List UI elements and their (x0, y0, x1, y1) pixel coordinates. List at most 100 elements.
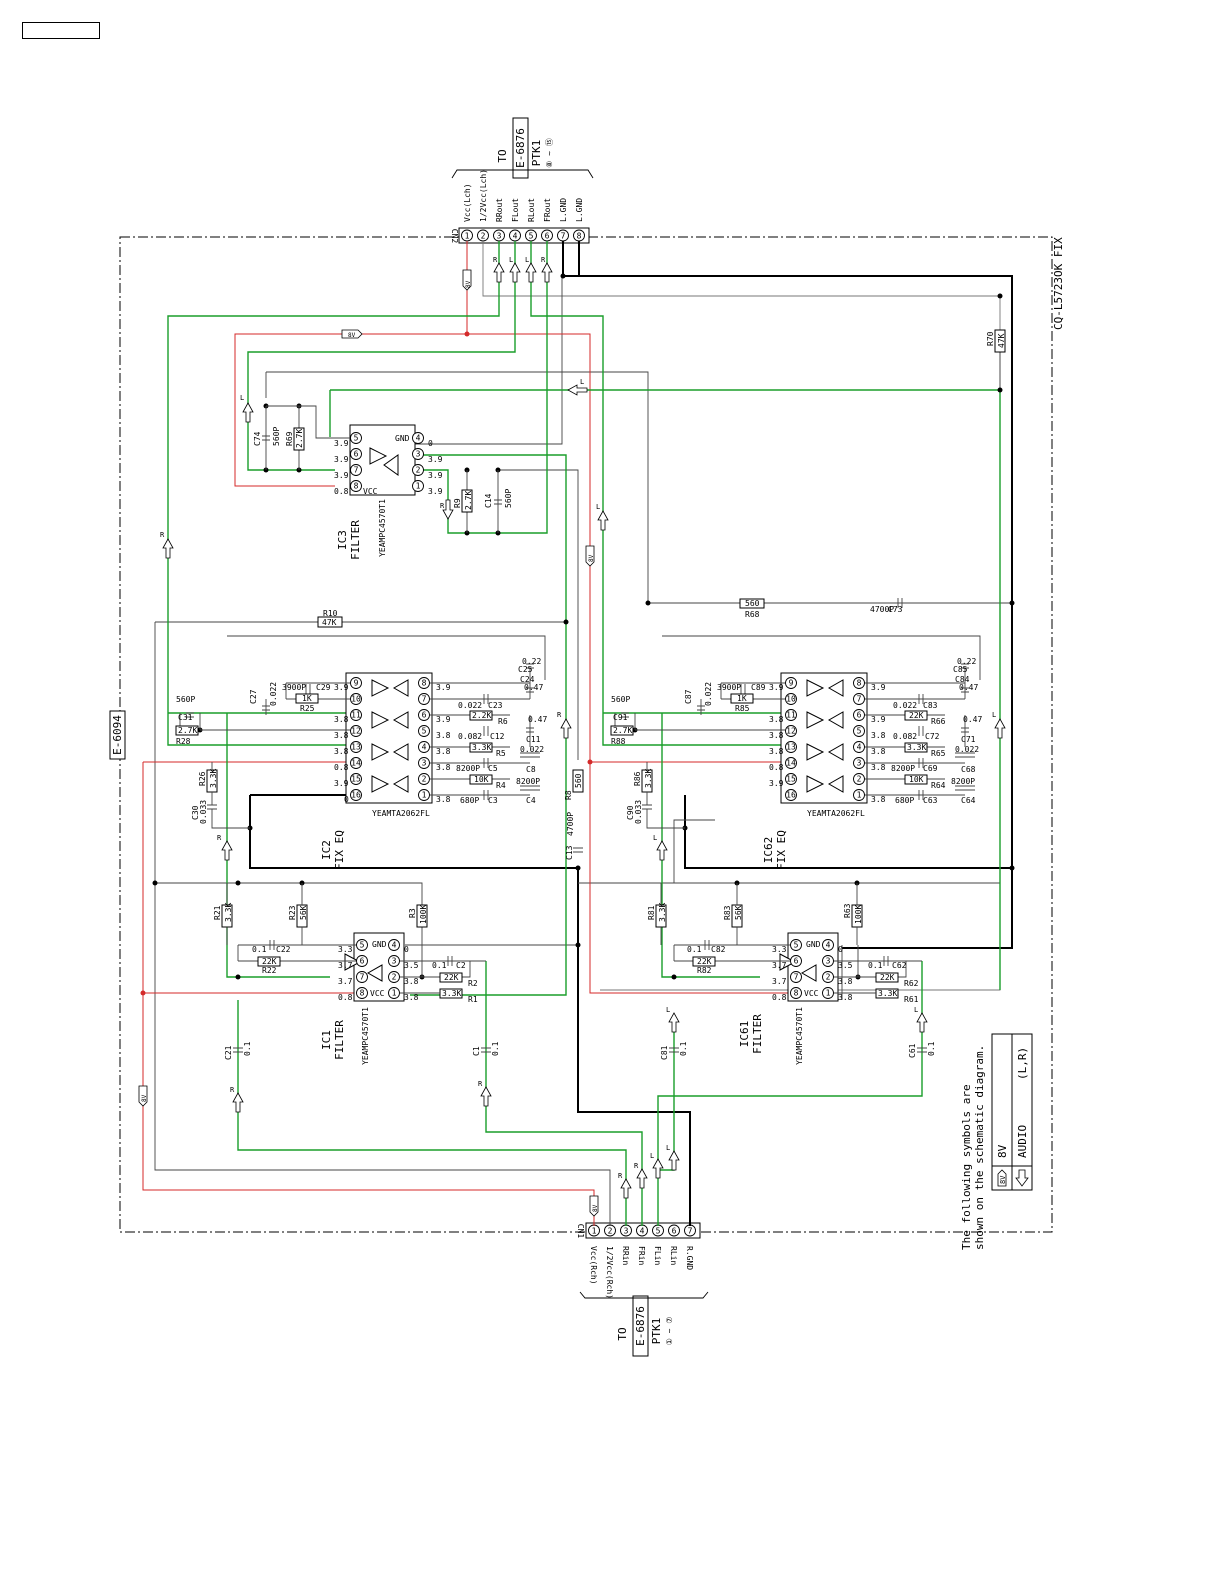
ic3-func: FILTER (349, 520, 362, 560)
legend-intro-1: The following symbols are (960, 1084, 973, 1250)
svg-text:11: 11 (351, 711, 361, 720)
r85-ref: R85 (735, 704, 750, 713)
c22-ref: C22 (276, 945, 291, 954)
r69-val: 2.7K (295, 429, 304, 448)
tag-right: R (478, 1080, 483, 1088)
r26-ref: R26 (198, 771, 207, 786)
tag-right: R (440, 502, 445, 510)
svg-text:8: 8 (794, 989, 799, 998)
svg-text:6: 6 (794, 957, 799, 966)
c4-ref: C4 (526, 796, 536, 805)
c14-ref: C14 (484, 493, 493, 508)
svg-text:8: 8 (857, 679, 862, 688)
legend: The following symbols are shown on the s… (960, 1033, 1033, 1250)
ic1-func: FILTER (333, 1020, 346, 1060)
ic62: 9 10 11 12 13 14 15 16 8 7 6 5 4 3 2 1 3… (762, 672, 886, 870)
c23-ref: C23 (488, 701, 503, 710)
ic62-part: YEAMTA2062FL (807, 809, 865, 818)
top-pin-num: 4 (513, 232, 518, 241)
r23-val: 56K (299, 905, 308, 920)
ic2-volt: 0.8 (334, 763, 349, 772)
c71-val: 0.47 (963, 715, 982, 724)
bottom-pin-name: RRin (621, 1246, 630, 1265)
ic2-func: FIX EQ (333, 830, 346, 870)
svg-text:8V: 8V (465, 280, 472, 288)
ic1: 5 6 7 8 4 3 2 1 3.3 3.7 3.7 0.8 0 3.5 3.… (320, 932, 419, 1065)
tag-left: L (525, 256, 529, 264)
top-pin-name: L.GND (559, 198, 568, 222)
ic2-volt: 3.8 (436, 747, 451, 756)
tag-8v: 8V (589, 1195, 599, 1217)
c3-val: 680P (460, 796, 479, 805)
ic61-gnd-label: GND (806, 940, 821, 949)
c1-ref: C1 (472, 1046, 481, 1056)
r88-ref: R88 (611, 737, 626, 746)
svg-text:1: 1 (416, 482, 421, 491)
bottom-pin-name: FRin (637, 1246, 646, 1265)
svg-text:1: 1 (392, 989, 397, 998)
top-connector-to-label: TO (496, 149, 509, 162)
c63-ref: C63 (923, 796, 938, 805)
c84-ref: C84 (955, 675, 970, 684)
c69-val: 8200P (891, 764, 915, 773)
svg-text:7: 7 (794, 973, 799, 982)
c24-ref: C24 (520, 675, 535, 684)
top-pin-num: 6 (545, 232, 550, 241)
ic3-volt: 3.9 (428, 487, 443, 496)
bottom-pin-num: 4 (640, 1227, 645, 1236)
legend-intro-2: shown on the schematic diagram. (973, 1045, 986, 1250)
c8-ref: C8 (526, 765, 536, 774)
ic62-volt: 3.8 (769, 731, 784, 740)
ic62-func: FIX EQ (775, 830, 788, 870)
c31-ref: C31 (178, 713, 193, 722)
c29-val: 3900P (282, 683, 306, 692)
legend-audio-note: (L,R) (1016, 1047, 1029, 1080)
r61-ref: R61 (904, 995, 919, 1004)
ic2-volt: 3.8 (334, 715, 349, 724)
ic62-volt: 3.8 (871, 747, 886, 756)
svg-text:12: 12 (351, 727, 361, 736)
ic61-func: FILTER (751, 1014, 764, 1054)
r81-val: 3.3K (658, 903, 667, 922)
r70-ref: R70 (986, 331, 995, 346)
top-pin-name: L.GND (575, 198, 584, 222)
top-connector-id: CN2 (450, 229, 459, 244)
c2-ref: C2 (456, 961, 466, 970)
top-pin-num: 2 (481, 232, 486, 241)
r81-ref: R81 (647, 905, 656, 920)
svg-text:7: 7 (354, 466, 359, 475)
r85-val: 1K (737, 694, 747, 703)
ic1-gnd-label: GND (372, 940, 387, 949)
r66-ref: R66 (931, 717, 946, 726)
bottom-connector-board-box (632, 1295, 649, 1357)
top-pin-num: 3 (497, 232, 502, 241)
c91-ref: C91 (613, 713, 628, 722)
svg-text:1: 1 (826, 989, 831, 998)
top-pin-name: FLout (511, 198, 520, 222)
svg-text:5: 5 (422, 727, 427, 736)
bottom-pin-name: RLin (669, 1246, 678, 1265)
c29-ref: C29 (316, 683, 331, 692)
ic61-volt: 3.7 (772, 961, 787, 970)
top-pin-name: RLout (527, 198, 536, 222)
svg-text:14: 14 (351, 759, 361, 768)
ic61-ref: IC61 (738, 1021, 751, 1048)
ic2-volt: 3.9 (436, 683, 451, 692)
c83-ref: C83 (923, 701, 938, 710)
c73-val: 4700P (870, 605, 894, 614)
r70-val: 47K (997, 333, 1006, 348)
tag-right: R (541, 256, 546, 264)
svg-text:4: 4 (422, 743, 427, 752)
c23-val: 0.022 (458, 701, 482, 710)
svg-text:13: 13 (351, 743, 361, 752)
ic1-volt: 3.5 (404, 961, 419, 970)
ic1-components: R21 3.3K R23 56K R3 100K C22 0.1 22K R22… (213, 883, 500, 1060)
c73-ref: C73 (888, 605, 903, 614)
c84-val: 0.47 (959, 683, 978, 692)
board-code: E-6094 (111, 715, 124, 755)
ic1-volt: 3.3 (338, 945, 353, 954)
bottom-pin-num: 1 (592, 1227, 597, 1236)
tag-8v: 8V (138, 1085, 148, 1107)
bottom-connector-ref: PTK1 (650, 1318, 663, 1345)
ic1-volt: 0.8 (338, 993, 353, 1002)
